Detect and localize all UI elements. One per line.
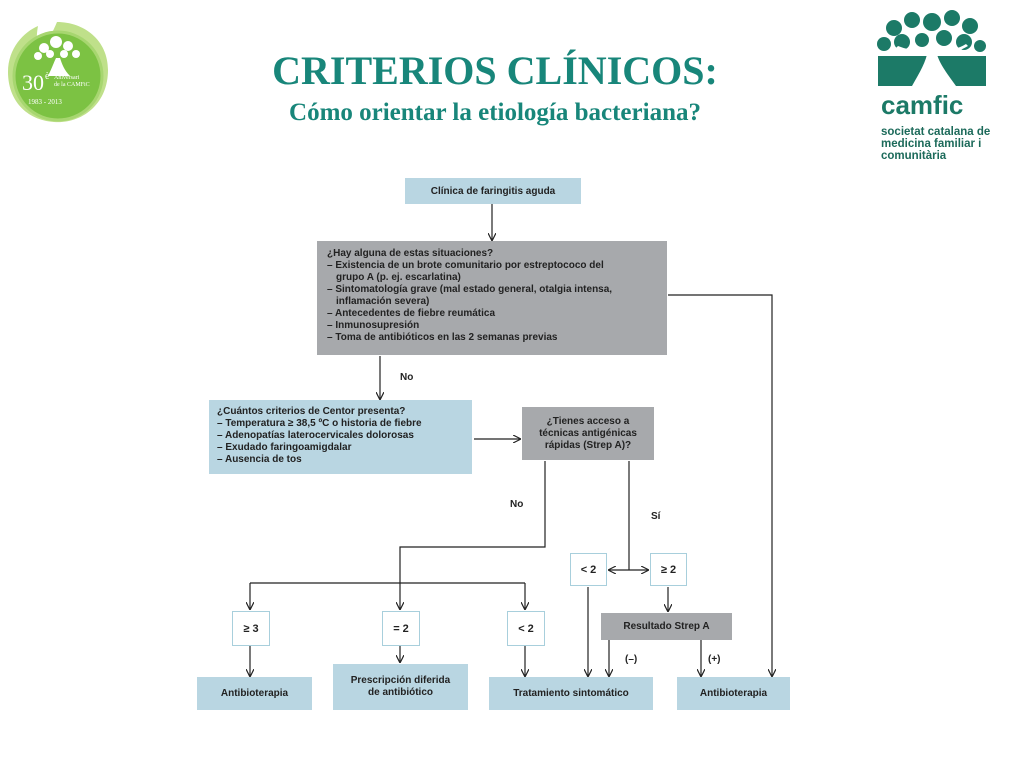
symptomatic-treatment-box: Tratamiento sintomático	[489, 677, 653, 710]
strep-result-box: Resultado Strep A	[601, 613, 732, 640]
tree-icon	[34, 36, 80, 76]
positive-label: (+)	[708, 654, 721, 665]
anniversary-text: 30 è Aniversari de la CAMFiC 1983 - 2013	[22, 70, 90, 106]
si-label: Sí	[651, 511, 661, 522]
camfic-subtitle: societat catalana de medicina familiar i…	[881, 126, 991, 162]
arrow-situations-to-antibio-right	[668, 294, 772, 676]
camfic-name: camfic	[881, 90, 964, 120]
centor-box: ¿Cuántos criterios de Centor presenta? –…	[209, 400, 472, 474]
arrow-access-no	[400, 461, 546, 609]
slide-title: CRITERIOS CLÍNICOS:	[272, 48, 718, 93]
ge3-box: ≥ 3	[232, 611, 270, 646]
negative-label: (–)	[625, 654, 638, 665]
delayed-prescription-box: Prescripción diferida de antibiótico	[333, 664, 468, 710]
situations-box: ¿Hay alguna de estas situaciones? – Exis…	[317, 241, 667, 355]
antibiotherapy-left-box: Antibioterapia	[197, 677, 312, 710]
no-label-1: No	[400, 372, 414, 383]
lt2-right-box: < 2	[570, 553, 607, 586]
camfic-logo	[877, 10, 986, 86]
eq2-box: = 2	[382, 611, 420, 646]
no-label-2: No	[510, 499, 524, 510]
start-box: Clínica de faringitis aguda	[405, 178, 581, 204]
slide-subtitle: Cómo orientar la etiología bacteriana?	[289, 99, 701, 126]
access-box: ¿Tienes acceso a técnicas antigénicas rá…	[522, 407, 654, 460]
anniversary-logo	[8, 22, 108, 123]
antibiotherapy-right-box: Antibioterapia	[677, 677, 790, 710]
lt2-left-box: < 2	[507, 611, 545, 646]
ge2-right-box: ≥ 2	[650, 553, 687, 586]
